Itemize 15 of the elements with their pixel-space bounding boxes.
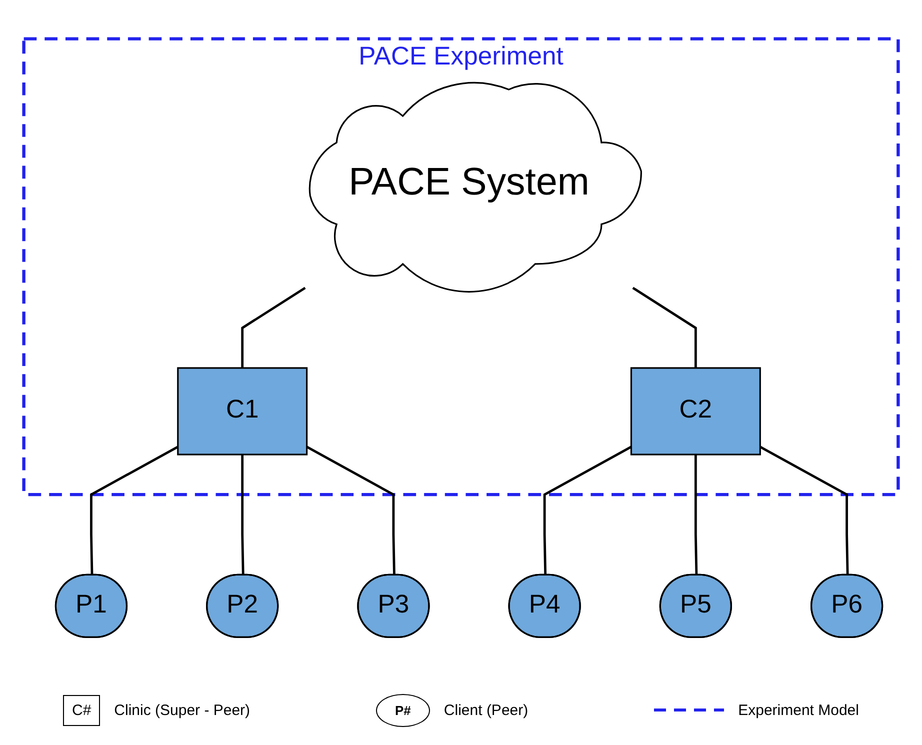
legend-text: Clinic (Super - Peer) (114, 702, 250, 718)
connector (90, 445, 178, 576)
connector (241, 454, 244, 576)
legend-ellipse-sample: P# (376, 694, 430, 726)
connector (760, 445, 849, 576)
connector (543, 445, 632, 576)
node-box: C1 (177, 366, 308, 455)
connector (306, 445, 396, 576)
connector (632, 286, 697, 368)
connector (694, 454, 698, 576)
connector (241, 286, 306, 368)
node-box: C2 (630, 366, 761, 455)
legend-square-sample: C# (62, 694, 100, 726)
legend-text: Experiment Model (738, 702, 859, 718)
legend-text: Client (Peer) (444, 702, 528, 718)
